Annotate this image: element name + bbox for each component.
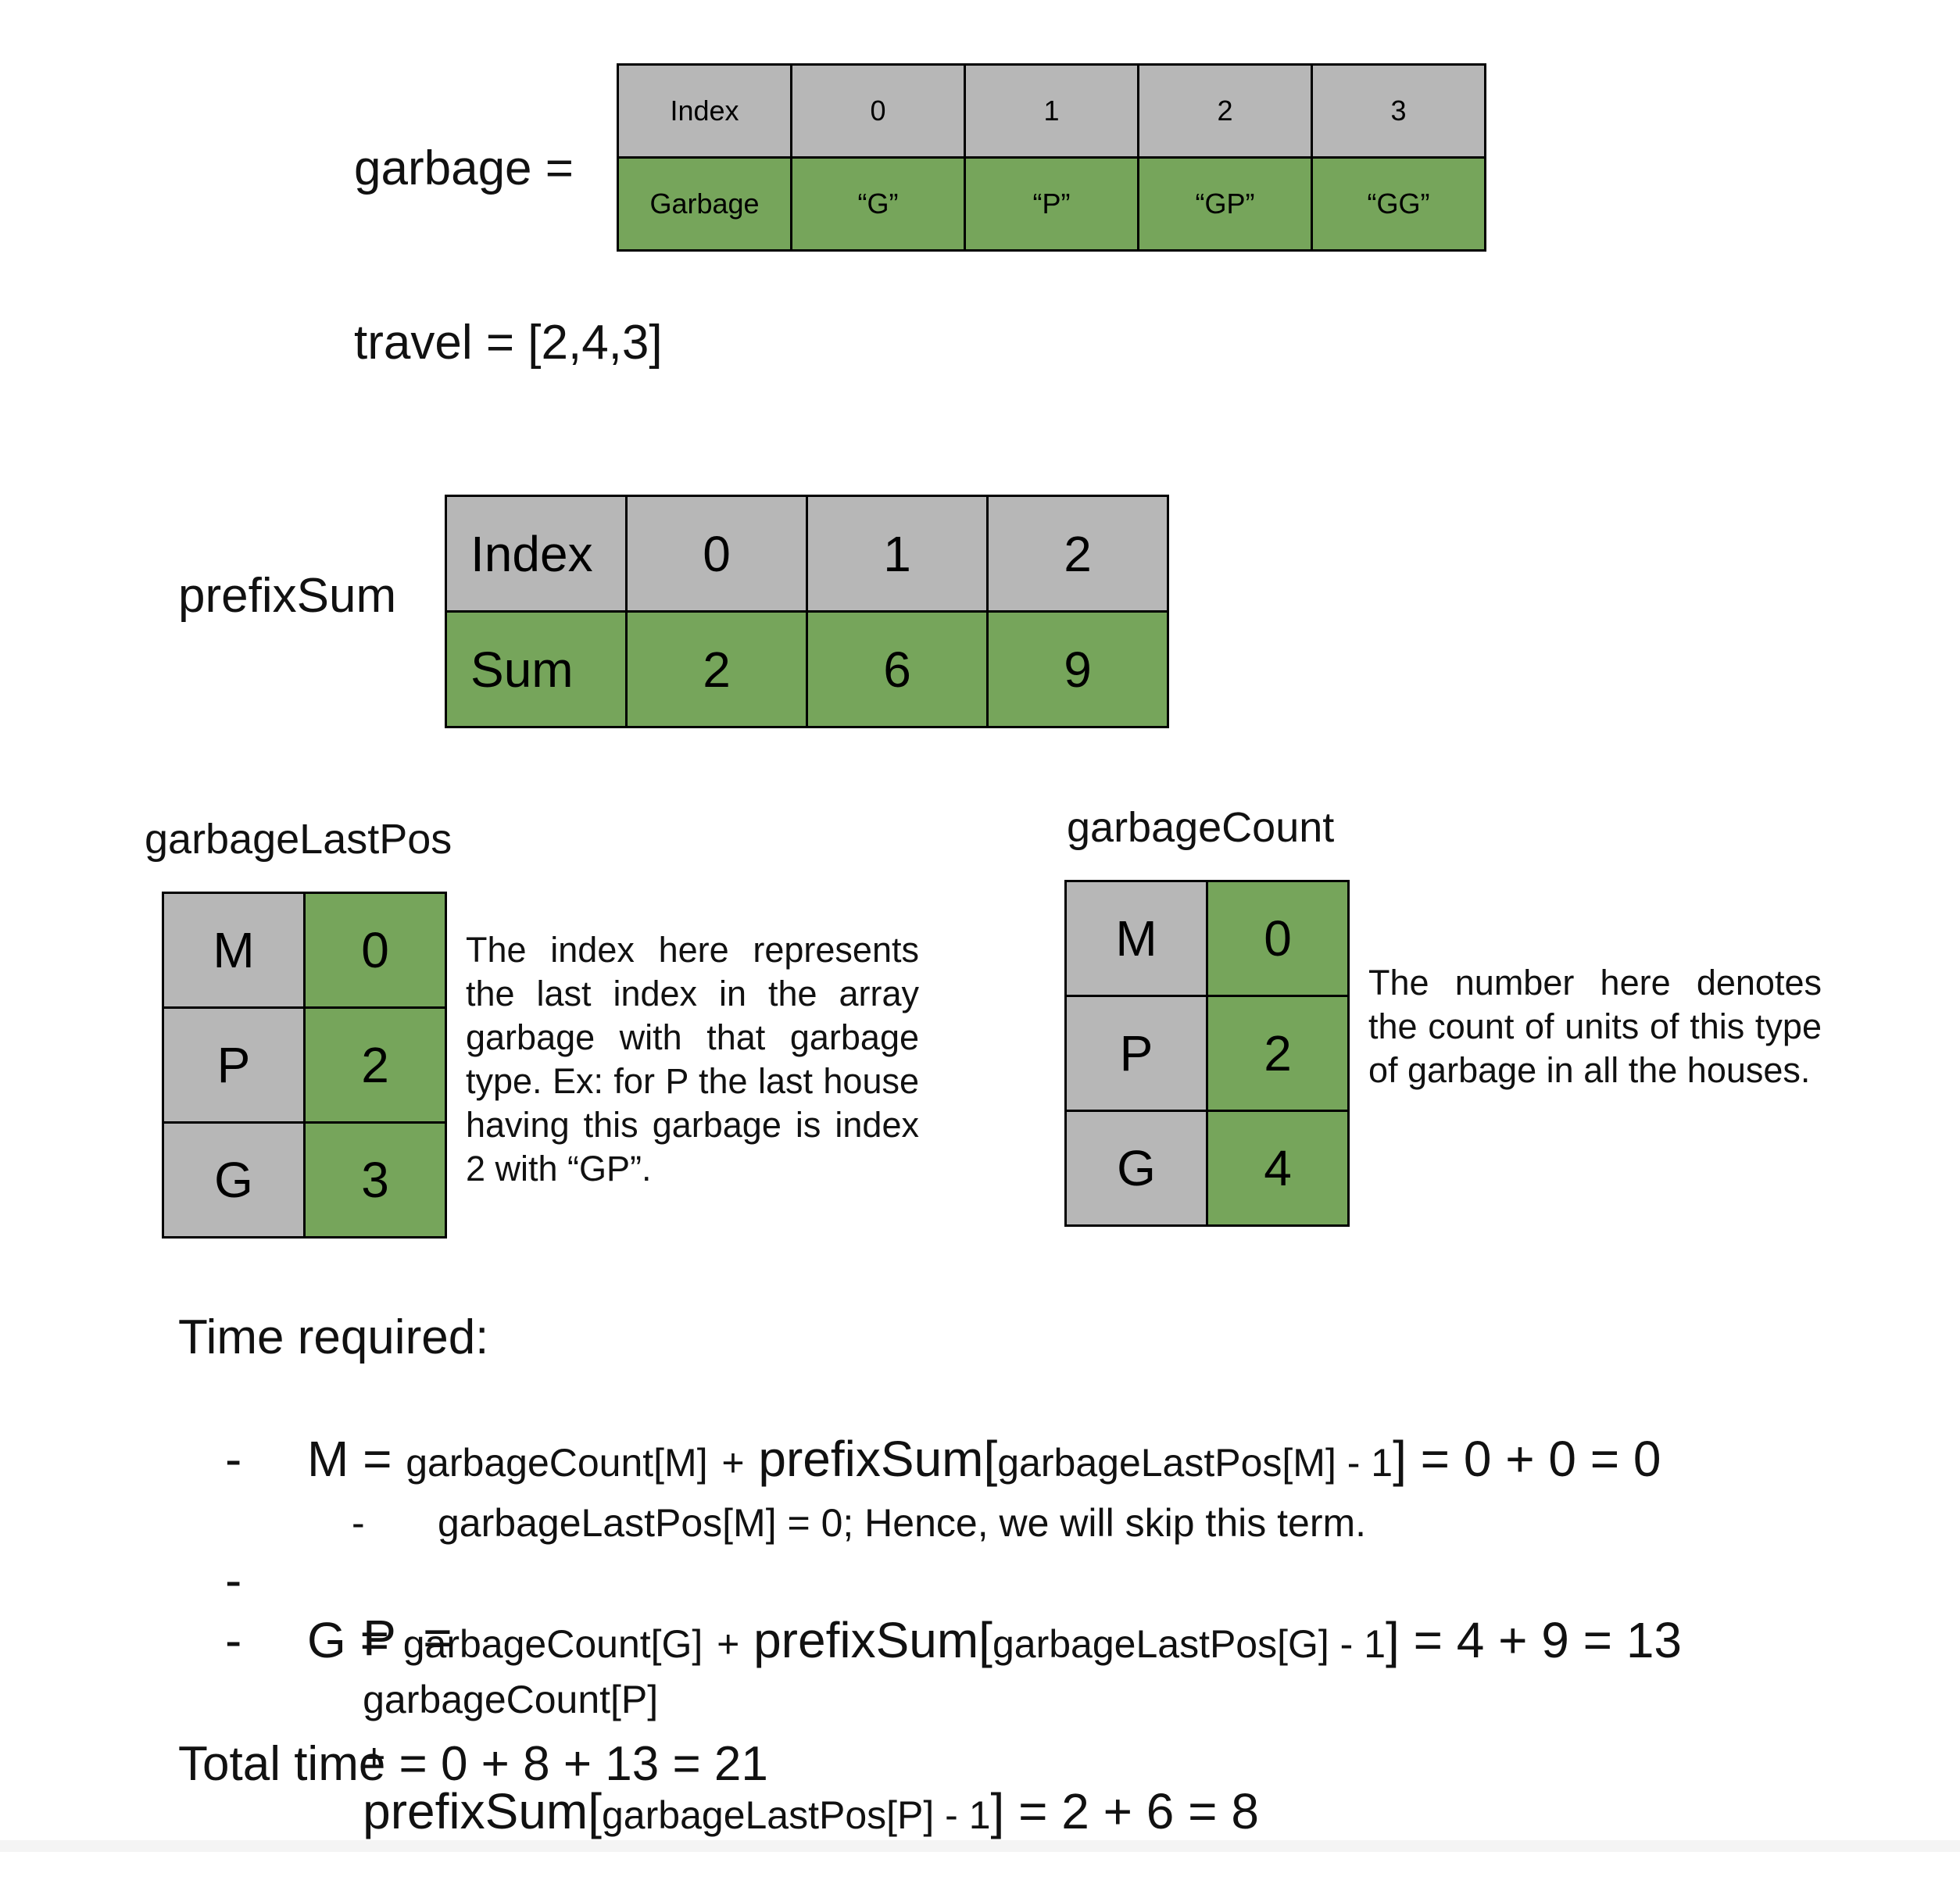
table-cell: M — [162, 892, 306, 1009]
time-line-content: M = garbageCount[M] + prefixSum[garbageL… — [307, 1430, 1661, 1488]
table-cell: 2 — [986, 495, 1169, 613]
table-row: P 2 — [162, 1006, 447, 1124]
table-cell: P — [162, 1006, 306, 1124]
time-term-a: garbageCount[P] — [363, 1678, 659, 1721]
table-cell: “GP” — [1137, 156, 1313, 252]
garbage-count-label: garbageCount — [1067, 804, 1335, 851]
garbage-last-pos-table: M 0 P 2 G 3 — [162, 892, 447, 1239]
bullet-dash: - — [225, 1552, 242, 1608]
table-cell: “G” — [790, 156, 966, 252]
time-term-end: ] = 2 + 6 = 8 — [990, 1783, 1259, 1839]
table-cell: 9 — [986, 610, 1169, 728]
time-plus: + — [363, 1735, 386, 1779]
bullet-dash: - — [225, 1431, 242, 1487]
garbage-last-pos-note: The index here represents the last index… — [466, 930, 919, 1188]
time-term-end: ] = 0 + 0 = 0 — [1393, 1431, 1661, 1487]
table-cell: 2 — [625, 610, 808, 728]
table-cell: 3 — [303, 1121, 447, 1239]
bottom-strip — [0, 1840, 1960, 1852]
total-time: Total time = 0 + 8 + 13 = 21 — [178, 1737, 768, 1791]
travel-text: travel = [2,4,3] — [354, 316, 663, 370]
subnote-text: garbageLastPos[M] = 0; Hence, we will sk… — [438, 1501, 1367, 1545]
garbage-label: garbage = — [354, 141, 574, 195]
table-cell: G — [162, 1121, 306, 1239]
time-line-content: G = garbageCount[G] + prefixSum[garbageL… — [307, 1611, 1682, 1669]
table-cell: Garbage — [617, 156, 792, 252]
table-cell: 1 — [806, 495, 989, 613]
table-cell: “GG” — [1311, 156, 1486, 252]
table-cell: 2 — [1137, 63, 1313, 159]
table-cell: 0 — [303, 892, 447, 1009]
table-row: G 3 — [162, 1121, 447, 1239]
time-term-c: garbageLastPos[G] - 1 — [992, 1622, 1386, 1666]
time-term-b: prefixSum[ — [758, 1431, 998, 1487]
garbage-last-pos-label: garbageLastPos — [145, 816, 452, 863]
table-cell: 0 — [625, 495, 808, 613]
garbage-table: Index 0 1 2 3 Garbage “G” “P” “GP” “GG” — [617, 63, 1486, 252]
time-lhs: G = — [307, 1612, 389, 1668]
time-lhs: P = — [363, 1610, 452, 1666]
time-term-a: garbageCount[M] — [406, 1441, 708, 1485]
garbage-header-row: Index 0 1 2 3 — [617, 63, 1486, 159]
table-cell: Sum — [445, 610, 628, 728]
time-term-end: ] = 4 + 9 = 13 — [1386, 1612, 1682, 1668]
garbage-value-row: Garbage “G” “P” “GP” “GG” — [617, 156, 1486, 252]
time-heading: Time required: — [178, 1310, 489, 1364]
prefix-sum-header-row: Index 0 1 2 — [445, 495, 1169, 613]
table-cell: 1 — [964, 63, 1139, 159]
prefix-sum-table: Index 0 1 2 Sum 2 6 9 — [445, 495, 1169, 728]
time-term-b: prefixSum[ — [363, 1783, 602, 1839]
bullet-dash: - — [352, 1501, 365, 1545]
time-plus: + — [717, 1622, 740, 1666]
table-cell: “P” — [964, 156, 1139, 252]
table-cell: 0 — [790, 63, 966, 159]
table-cell: 0 — [1206, 880, 1350, 997]
time-line-content: P = garbageCount[P] + prefixSum[garbageL… — [307, 1551, 1259, 1898]
time-term-a: garbageCount[G] — [402, 1622, 703, 1666]
table-row: P 2 — [1064, 995, 1350, 1112]
table-row: G 4 — [1064, 1110, 1350, 1227]
time-plus: + — [721, 1441, 745, 1485]
time-term-c: garbageLastPos[P] - 1 — [602, 1793, 991, 1837]
prefix-sum-value-row: Sum 2 6 9 — [445, 610, 1169, 728]
table-cell: Index — [445, 495, 628, 613]
garbage-count-table: M 0 P 2 G 4 — [1064, 880, 1350, 1227]
table-cell: M — [1064, 880, 1208, 997]
table-row: M 0 — [162, 892, 447, 1009]
table-cell: 2 — [1206, 995, 1350, 1112]
table-cell: 4 — [1206, 1110, 1350, 1227]
garbage-count-note: The number here denotes the count of uni… — [1368, 963, 1822, 1090]
prefix-sum-label: prefixSum — [178, 569, 397, 623]
table-cell: Index — [617, 63, 792, 159]
table-cell: 3 — [1311, 63, 1486, 159]
table-cell: 6 — [806, 610, 989, 728]
time-term-b: prefixSum[ — [753, 1612, 993, 1668]
bullet-dash: - — [225, 1612, 242, 1668]
table-cell: P — [1064, 995, 1208, 1112]
time-lhs: M = — [307, 1431, 392, 1487]
time-subnote: - garbageLastPos[M] = 0; Hence, we will … — [352, 1500, 1366, 1546]
table-row: M 0 — [1064, 880, 1350, 997]
table-cell: 2 — [303, 1006, 447, 1124]
time-term-c: garbageLastPos[M] - 1 — [997, 1441, 1393, 1485]
table-cell: G — [1064, 1110, 1208, 1227]
